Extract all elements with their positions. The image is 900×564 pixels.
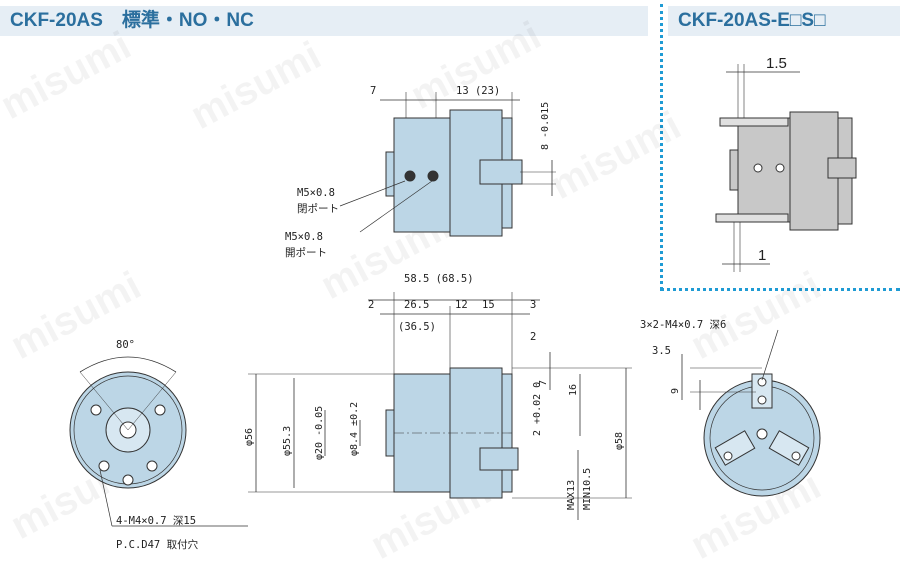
dim-13-23: 13 (23)	[456, 85, 500, 97]
variant-rear-cap	[729, 149, 739, 191]
dim-phi58: φ58	[614, 432, 625, 450]
mount-hole	[146, 460, 158, 472]
dim-8-tolerance: 8 -0.015	[540, 102, 551, 150]
dim-overall-length: 58.5 (68.5)	[404, 273, 474, 285]
dim-phi8-4: φ8.4 ±0.2	[349, 402, 360, 456]
variant-view	[715, 64, 857, 272]
dim-max13: MAX13	[566, 480, 577, 510]
watermark-text: misumi	[184, 33, 328, 138]
dim-16: 16	[568, 384, 579, 396]
side-view-rear-cap	[385, 409, 395, 457]
header-title: CKF-20AS 標準・NO・NC	[0, 6, 648, 36]
port1-size: M5×0.8	[297, 187, 335, 199]
jaw-top	[751, 373, 773, 409]
dim-3: 3	[530, 299, 536, 311]
side-view	[248, 292, 632, 520]
dim-3-5: 3.5	[652, 345, 671, 357]
front-holes-spec: 4-M4×0.7 深15	[116, 515, 196, 527]
dim-7: 7	[370, 85, 376, 97]
dim-2b: 2	[530, 331, 536, 343]
variant-sensor-top	[719, 117, 789, 127]
dim-7-side: 7	[538, 380, 549, 386]
watermark-text: misumi	[0, 23, 138, 128]
dim-1-5: 1.5	[766, 55, 787, 72]
angle-80: 80°	[116, 339, 135, 351]
dim-9: 9	[670, 388, 681, 394]
open-port-hole	[427, 170, 439, 182]
dim-phi56: φ56	[244, 428, 255, 446]
mount-hole	[122, 474, 134, 486]
dim-15: 15	[482, 299, 495, 311]
side-view-jaw	[479, 447, 519, 471]
dim-12: 12	[455, 299, 468, 311]
watermark-text: misumi	[404, 13, 548, 118]
jaw-holes-spec: 3×2-M4×0.7 深6	[640, 319, 726, 331]
mount-hole	[98, 460, 110, 472]
top-view-rear-cap	[385, 151, 395, 197]
port2-size: M5×0.8	[285, 231, 323, 243]
variant-panel-border-horizontal	[660, 288, 900, 291]
close-port-hole	[404, 170, 416, 182]
dim-min10-5: MIN10.5	[582, 468, 593, 510]
variant-jaw	[827, 157, 857, 179]
variant-panel-border-vertical	[660, 4, 663, 290]
mount-hole	[154, 404, 166, 416]
dim-36-5: (36.5)	[398, 321, 436, 333]
variant-header-title: CKF-20AS-E□S□	[668, 6, 900, 36]
front-pcd: P.C.D47 取付穴	[116, 538, 199, 551]
watermark-text: misumi	[684, 263, 828, 368]
top-view-body	[393, 117, 451, 233]
mount-hole	[90, 404, 102, 416]
port2-label: 開ポート	[285, 247, 327, 259]
top-view	[339, 92, 556, 237]
watermark-text: misumi	[4, 263, 148, 368]
top-view-jaw	[479, 159, 523, 185]
dim-phi20: φ20 -0.05	[314, 406, 325, 460]
dim-2a: 2	[368, 299, 374, 311]
dim-26-5: 26.5	[404, 299, 429, 311]
jaw-view	[681, 329, 821, 497]
variant-sensor-bottom	[715, 213, 789, 223]
dim-2-tolerance: 2 +0.02 0	[532, 382, 543, 436]
front-view	[69, 356, 248, 527]
watermark-text: misumi	[544, 103, 688, 208]
dim-1: 1	[758, 247, 766, 264]
dim-phi55-3: φ55.3	[282, 426, 293, 456]
port1-label: 閉ポート	[297, 203, 339, 215]
